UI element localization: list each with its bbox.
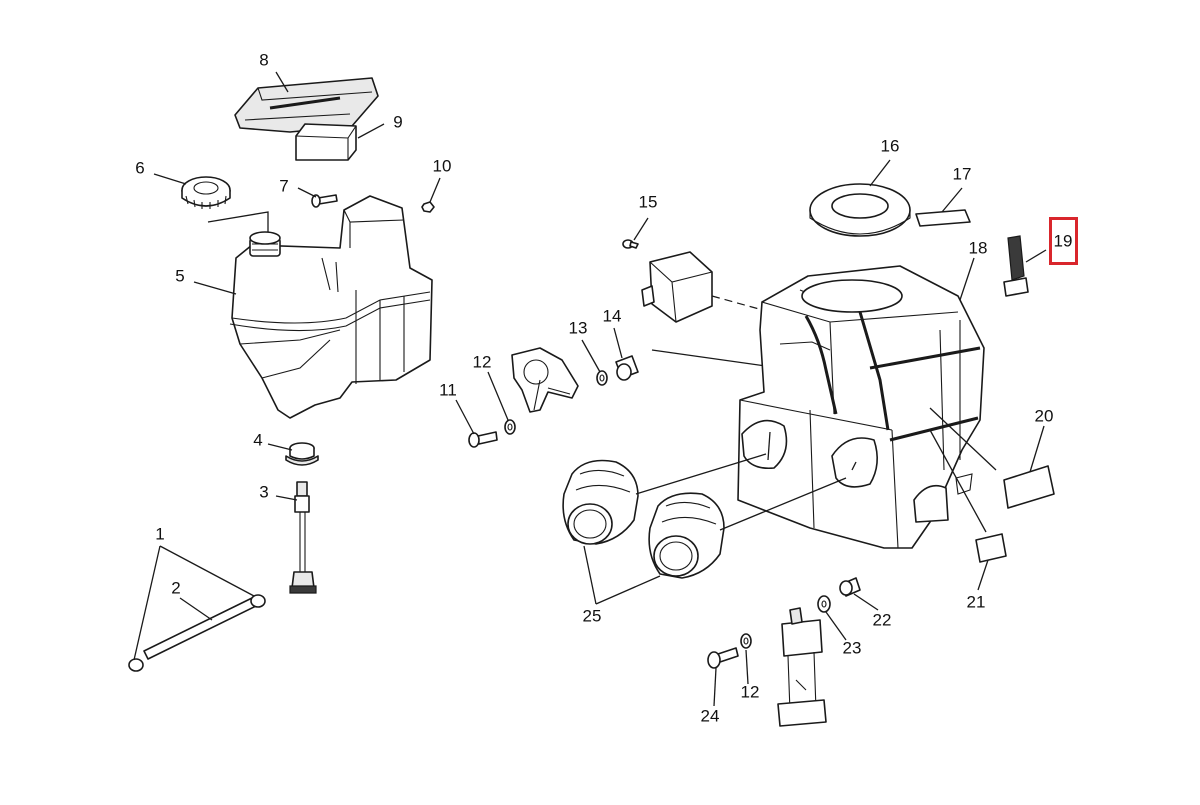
part-12-washer-upper: [504, 419, 516, 435]
part-16-foam-ring: [809, 183, 911, 237]
callout-12-lower: 12: [740, 682, 760, 702]
part-18-airbox: [737, 265, 985, 549]
callout-10: 10: [432, 156, 452, 176]
callout-7: 7: [279, 176, 289, 196]
callout-15: 15: [638, 192, 658, 212]
part-17-label: [915, 209, 971, 227]
callout-23: 23: [842, 638, 862, 658]
callout-13: 13: [568, 318, 588, 338]
part-23-washer: [817, 595, 831, 613]
callout-4: 4: [253, 430, 263, 450]
callout-2: 2: [171, 578, 181, 598]
part-4-grommet: [285, 442, 319, 466]
callout-6: 6: [135, 158, 145, 178]
part-13-washer: [596, 370, 608, 386]
callout-24: 24: [700, 706, 720, 726]
callout-25: 25: [582, 606, 602, 626]
part-11-bolt: [468, 431, 498, 448]
part-15-screw: [622, 239, 639, 249]
part-22-grommet: [839, 577, 861, 597]
part-8-cover: [234, 77, 379, 133]
part-10-nut: [421, 201, 435, 213]
callout-16: 16: [880, 136, 900, 156]
callout-1: 1: [155, 524, 165, 544]
callout-12-upper: 12: [472, 352, 492, 372]
part-7-screw: [311, 194, 338, 208]
part-1-clamp-a: [128, 658, 144, 672]
control-module: [641, 251, 713, 323]
part-25-boot-left: [562, 459, 639, 545]
callout-19-highlight-box: [1049, 217, 1078, 265]
part-5-tank: [229, 195, 433, 419]
bracket-part: [777, 607, 827, 727]
callout-3: 3: [259, 482, 269, 502]
callout-19: 19: [1053, 231, 1073, 251]
part-12-washer-lower: [740, 633, 752, 649]
part-2-hose: [143, 597, 257, 660]
part-19-clip: [1003, 235, 1029, 297]
part-1-clamp-b: [250, 594, 266, 608]
callout-14: 14: [602, 306, 622, 326]
part-3-sensor: [289, 481, 317, 594]
callout-18: 18: [968, 238, 988, 258]
callout-5: 5: [175, 266, 185, 286]
actuator-part: [511, 347, 579, 413]
part-9-block: [295, 123, 357, 161]
callout-8: 8: [259, 50, 269, 70]
part-21-label: [975, 533, 1007, 563]
callout-21: 21: [966, 592, 986, 612]
part-20-label: [1003, 465, 1055, 509]
callout-11: 11: [439, 380, 457, 400]
callout-20: 20: [1034, 406, 1054, 426]
part-6-cap: [181, 176, 231, 209]
part-14-grommet: [615, 355, 639, 381]
callout-22: 22: [872, 610, 892, 630]
callout-17: 17: [952, 164, 972, 184]
part-25-boot-right: [648, 492, 725, 579]
callout-9: 9: [393, 112, 403, 132]
part-24-bolt: [707, 647, 739, 669]
